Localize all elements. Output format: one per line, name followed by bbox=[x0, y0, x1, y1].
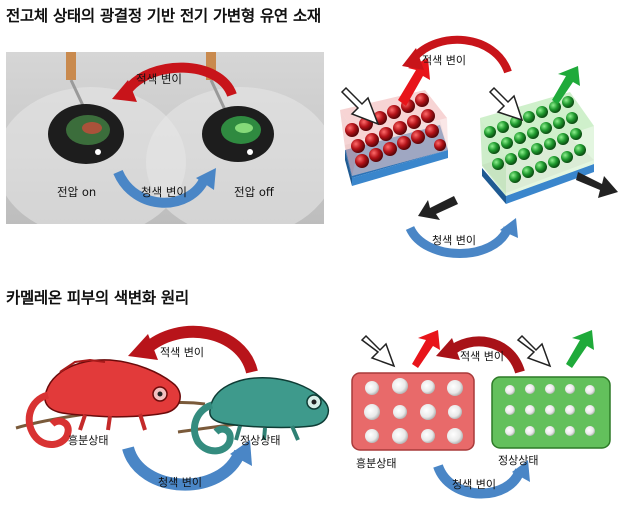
chameleon-red-shift-label: 적색 변이 bbox=[160, 346, 204, 359]
green-spheres bbox=[484, 96, 586, 183]
skin-excited-label: 흥분상태 bbox=[356, 457, 397, 470]
photo-blue-shift-label: 청색 변이 bbox=[141, 185, 187, 199]
red-chameleon bbox=[25, 358, 181, 448]
skin-red-shift-label: 적색 변이 bbox=[460, 350, 504, 363]
voltage-off-label: 전압 off bbox=[234, 185, 274, 199]
teal-chameleon bbox=[191, 377, 330, 455]
chameleon-normal-label: 정상상태 bbox=[240, 434, 281, 447]
voltage-on-label: 전압 on bbox=[57, 185, 97, 199]
skin-normal-label: 정상상태 bbox=[498, 454, 539, 467]
bottom-title: 카멜레온 피부의 색변화 원리 bbox=[6, 289, 189, 307]
crystal-blue-shift-label: 청색 변이 bbox=[432, 234, 476, 247]
skin-blue-shift-label: 청색 변이 bbox=[452, 478, 496, 491]
photo-red-shift-label: 적색 변이 bbox=[136, 72, 182, 86]
crystal-red-shift-label: 적색 변이 bbox=[422, 54, 466, 67]
red-spheres bbox=[345, 93, 446, 168]
chameleon-blue-shift-label: 청색 변이 bbox=[158, 476, 202, 489]
top-title: 전고체 상태의 광결정 기반 전기 가변형 유연 소재 bbox=[6, 7, 321, 25]
chameleon-excited-label: 흥분상태 bbox=[68, 434, 109, 447]
